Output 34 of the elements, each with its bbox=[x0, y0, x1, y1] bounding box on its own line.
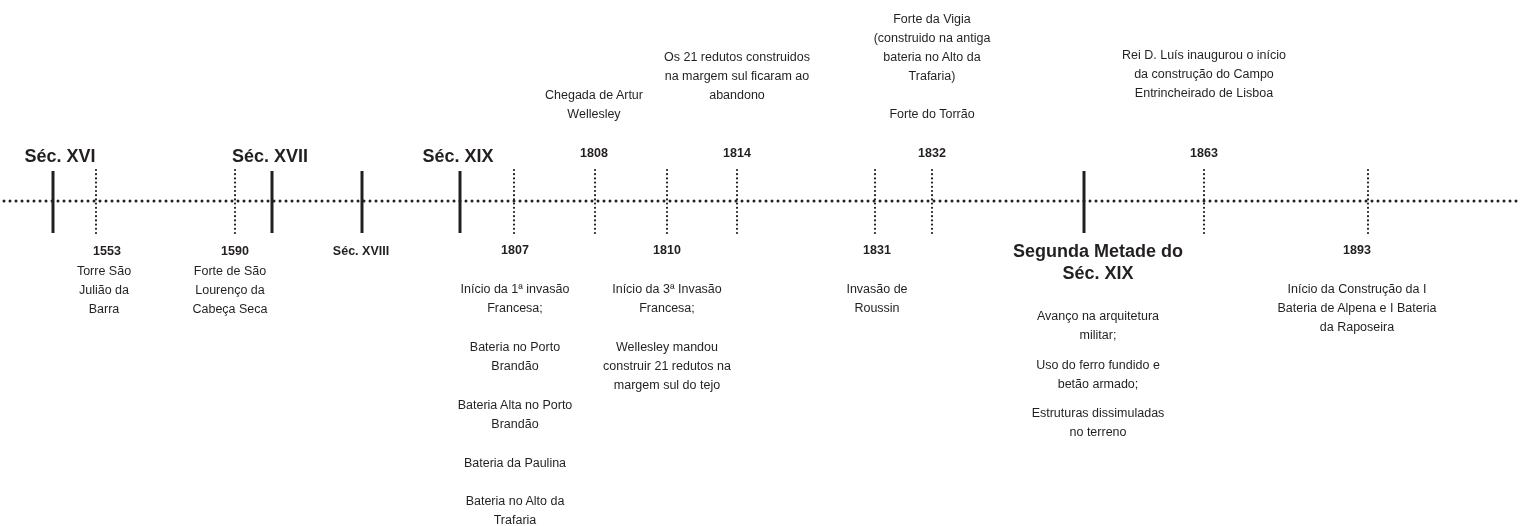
year-label: 1832 bbox=[918, 146, 946, 161]
event-text: Início da 3ª Invasão Francesa; bbox=[611, 281, 723, 317]
year-label: 1893 bbox=[1343, 243, 1371, 258]
period-label: Séc. XIX bbox=[422, 145, 494, 167]
event-text: Bateria Alta no Porto Brandão bbox=[456, 397, 574, 433]
event-text: Uso do ferro fundido e betão armado; bbox=[1035, 357, 1161, 393]
year-label: 1590 bbox=[221, 244, 249, 259]
period-label: Séc. XVII bbox=[232, 145, 308, 167]
year-label: 1808 bbox=[580, 146, 608, 161]
year-label: 1807 bbox=[501, 243, 529, 258]
event-text: Torre São Julião da Barra bbox=[75, 263, 133, 318]
event-text: Forte da Vigia (construido na antiga bateria no Alto da Trafaria) bbox=[872, 11, 992, 85]
event-text: Bateria da Paulina bbox=[462, 455, 568, 472]
event-text: Início da Construção da I Bateria de Alpena e I Bateria da Raposeira bbox=[1277, 281, 1437, 336]
event-text: Bateria no Porto Brandão bbox=[468, 339, 562, 375]
event-text: Invasão de Roussin bbox=[845, 281, 909, 317]
event-text: Forte de São Lourenço da Cabeça Seca bbox=[191, 263, 269, 318]
year-label: 1810 bbox=[653, 243, 681, 258]
year-label: 1831 bbox=[863, 243, 891, 258]
period-label: Segunda Metade do Séc. XIX bbox=[1012, 240, 1184, 284]
year-label: Séc. XVIII bbox=[332, 244, 390, 259]
year-label: 1814 bbox=[723, 146, 751, 161]
event-text: Os 21 redutos construidos na margem sul ficaram ao abandono bbox=[663, 49, 811, 104]
event-text: Bateria no Alto da Trafaria bbox=[464, 493, 566, 526]
event-text: Rei D. Luís inaugurou o início da construção do Campo Entrincheirado de Lisboa bbox=[1121, 47, 1287, 102]
period-label: Séc. XVI bbox=[24, 145, 96, 167]
event-text: Início da 1ª invasão Francesa; bbox=[459, 281, 571, 317]
event-text: Forte do Torrão bbox=[888, 106, 976, 123]
year-label: 1863 bbox=[1190, 146, 1218, 161]
year-label: 1553 bbox=[93, 244, 121, 259]
event-text: Estruturas dissimuladas no terreno bbox=[1030, 405, 1166, 441]
event-text: Avanço na arquitetura militar; bbox=[1035, 308, 1161, 344]
event-text: Chegada de Artur Wellesley bbox=[544, 87, 644, 123]
event-text: Wellesley mandou construir 21 redutos na margem sul do tejo bbox=[602, 339, 732, 394]
